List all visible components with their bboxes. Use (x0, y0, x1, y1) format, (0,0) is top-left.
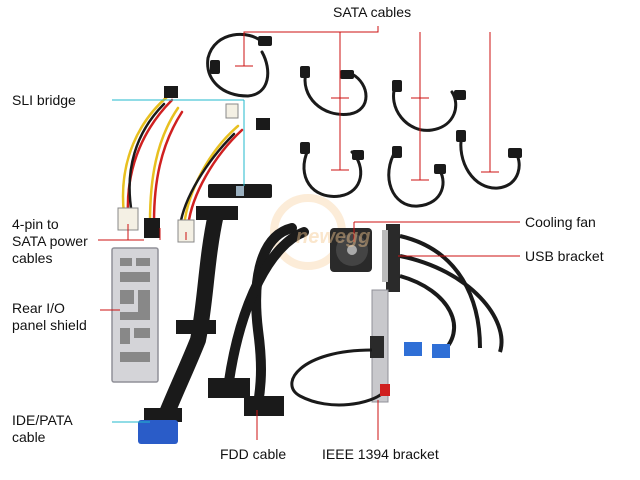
leader-lines-red (98, 26, 520, 440)
label-usb-bracket: USB bracket (525, 248, 604, 264)
fdd-cable (208, 223, 309, 416)
ide-cable (138, 206, 238, 444)
label-fdd-cable: FDD cable (220, 446, 287, 462)
sata-connectors (210, 36, 522, 174)
usb-bracket (382, 224, 504, 358)
sata-cable-4 (302, 148, 363, 198)
label-ide-line1: IDE/PATA (12, 412, 73, 428)
label-ide-line2: cable (12, 429, 46, 445)
label-rear-io-line1: Rear I/O (12, 300, 65, 316)
newegg-watermark-text: newegg (296, 226, 371, 248)
sli-bridge (208, 184, 272, 198)
sata-cable-1 (206, 33, 270, 98)
label-sata-cables: SATA cables (333, 4, 412, 20)
label-power-line3: cables (12, 250, 53, 266)
sata-cable-5 (387, 148, 445, 208)
sata-cable-6 (459, 132, 521, 190)
leader-lines-cyan (112, 99, 245, 423)
sata-cable-3 (392, 82, 458, 132)
label-cooling-fan: Cooling fan (525, 214, 596, 230)
label-rear-io-line2: panel shield (12, 317, 87, 333)
power-connectors (117, 86, 270, 243)
label-power-line1: 4-pin to (12, 216, 59, 232)
power-cables (121, 94, 244, 228)
sata-cable-2 (303, 70, 368, 116)
rear-io-shield (111, 247, 159, 383)
label-ieee-bracket: IEEE 1394 bracket (322, 446, 439, 462)
cooling-fan (330, 228, 372, 272)
label-power-line2: SATA power (12, 233, 88, 249)
sata-cables (206, 33, 521, 208)
ieee1394-bracket (290, 289, 390, 407)
label-sli-bridge: SLI bridge (12, 92, 76, 108)
